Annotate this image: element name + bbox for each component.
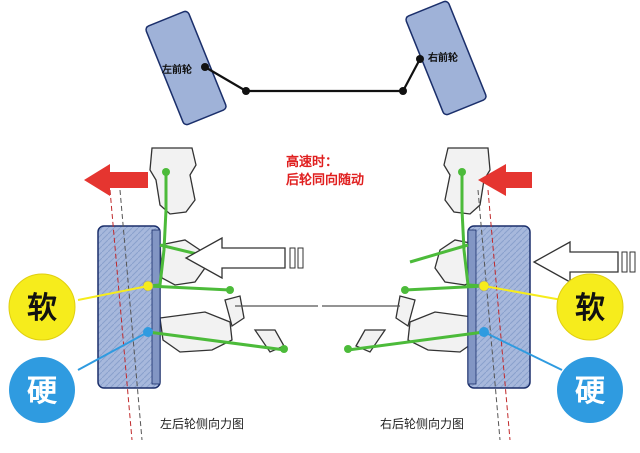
right-tilt-line-2 (487, 189, 511, 441)
steering-tie-rod (204, 58, 421, 93)
left-lateral-force-arrow (184, 236, 304, 280)
front-left-wheel (145, 10, 227, 126)
annotation-line-2: 后轮同向随动 (286, 172, 364, 188)
left-rear-tire-sidewall (151, 229, 161, 385)
left-link-end (226, 286, 234, 294)
left-tilt-line-2 (119, 189, 143, 441)
right-suspension-links (347, 172, 485, 352)
front-left-wheel-label: 左前轮 (161, 63, 192, 76)
left-tilt-line-1 (109, 189, 133, 441)
right-rear-tire-sidewall (467, 229, 477, 385)
left-suspension-links (147, 172, 286, 352)
right-soft-pointer (483, 285, 563, 301)
left-soft-badge (8, 273, 76, 341)
front-right-wheel (405, 0, 487, 116)
left-rear-assembly: 软 硬 左后轮侧向力图 (8, 147, 318, 441)
right-caption: 右后轮侧向力图 (380, 416, 464, 431)
left-link-end (280, 345, 288, 353)
front-right-wheel-label: 右前轮 (427, 51, 458, 64)
left-caption: 左后轮侧向力图 (160, 416, 244, 431)
right-red-force-arrow (478, 164, 532, 196)
left-rear-tire (97, 225, 161, 389)
right-hard-badge-label: 硬 (575, 374, 606, 409)
left-soft-badge-label: 软 (27, 291, 57, 326)
left-red-force-arrow (84, 164, 148, 196)
joint-dot (242, 87, 250, 95)
right-lateral-force-arrow (532, 240, 636, 284)
right-rear-tire (467, 225, 531, 389)
left-hard-badge (9, 357, 75, 423)
right-soft-badge (556, 273, 624, 341)
steering-diagram: 左前轮 右前轮 (145, 0, 487, 126)
joint-dot (416, 55, 424, 63)
left-hard-pointer (77, 331, 149, 371)
joint-dot (201, 63, 209, 71)
left-soft-pointer (77, 285, 149, 301)
left-hard-badge-label: 硬 (27, 374, 58, 409)
joint-dot (399, 87, 407, 95)
right-rear-assembly: 软 硬 右后轮侧向力图 (322, 147, 636, 441)
right-hard-pointer (483, 331, 563, 371)
left-upper-joint (162, 168, 170, 176)
annotation-line-1: 高速时： (286, 154, 338, 170)
right-link-end (344, 345, 352, 353)
right-tilt-line-1 (477, 189, 501, 441)
right-hard-badge (557, 357, 623, 423)
right-upper-joint (458, 168, 466, 176)
right-soft-badge-label: 软 (575, 291, 605, 326)
left-knuckle (149, 147, 285, 353)
right-link-end (401, 286, 409, 294)
